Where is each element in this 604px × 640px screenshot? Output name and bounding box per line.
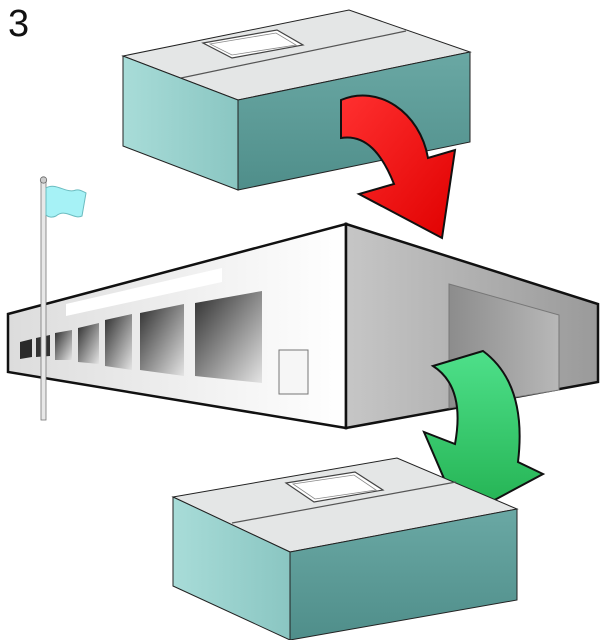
- step-number: 3: [8, 3, 30, 45]
- building-sign-band: [66, 268, 222, 316]
- building-entry-door: [278, 349, 309, 395]
- bottom-module-front: [172, 496, 291, 640]
- building-windows: [20, 291, 262, 383]
- top-rooftop-module: [121, 9, 472, 191]
- flag-icon: [45, 185, 87, 218]
- curved-arrow-down-icon: [340, 94, 457, 240]
- curved-arrow-down-icon: [422, 349, 546, 520]
- flagpole: [39, 176, 87, 421]
- bottom-rooftop-module: [171, 457, 519, 640]
- bottom-module-side: [289, 508, 518, 640]
- top-module-skylight: [201, 29, 305, 59]
- bottom-module-skylight: [284, 471, 385, 503]
